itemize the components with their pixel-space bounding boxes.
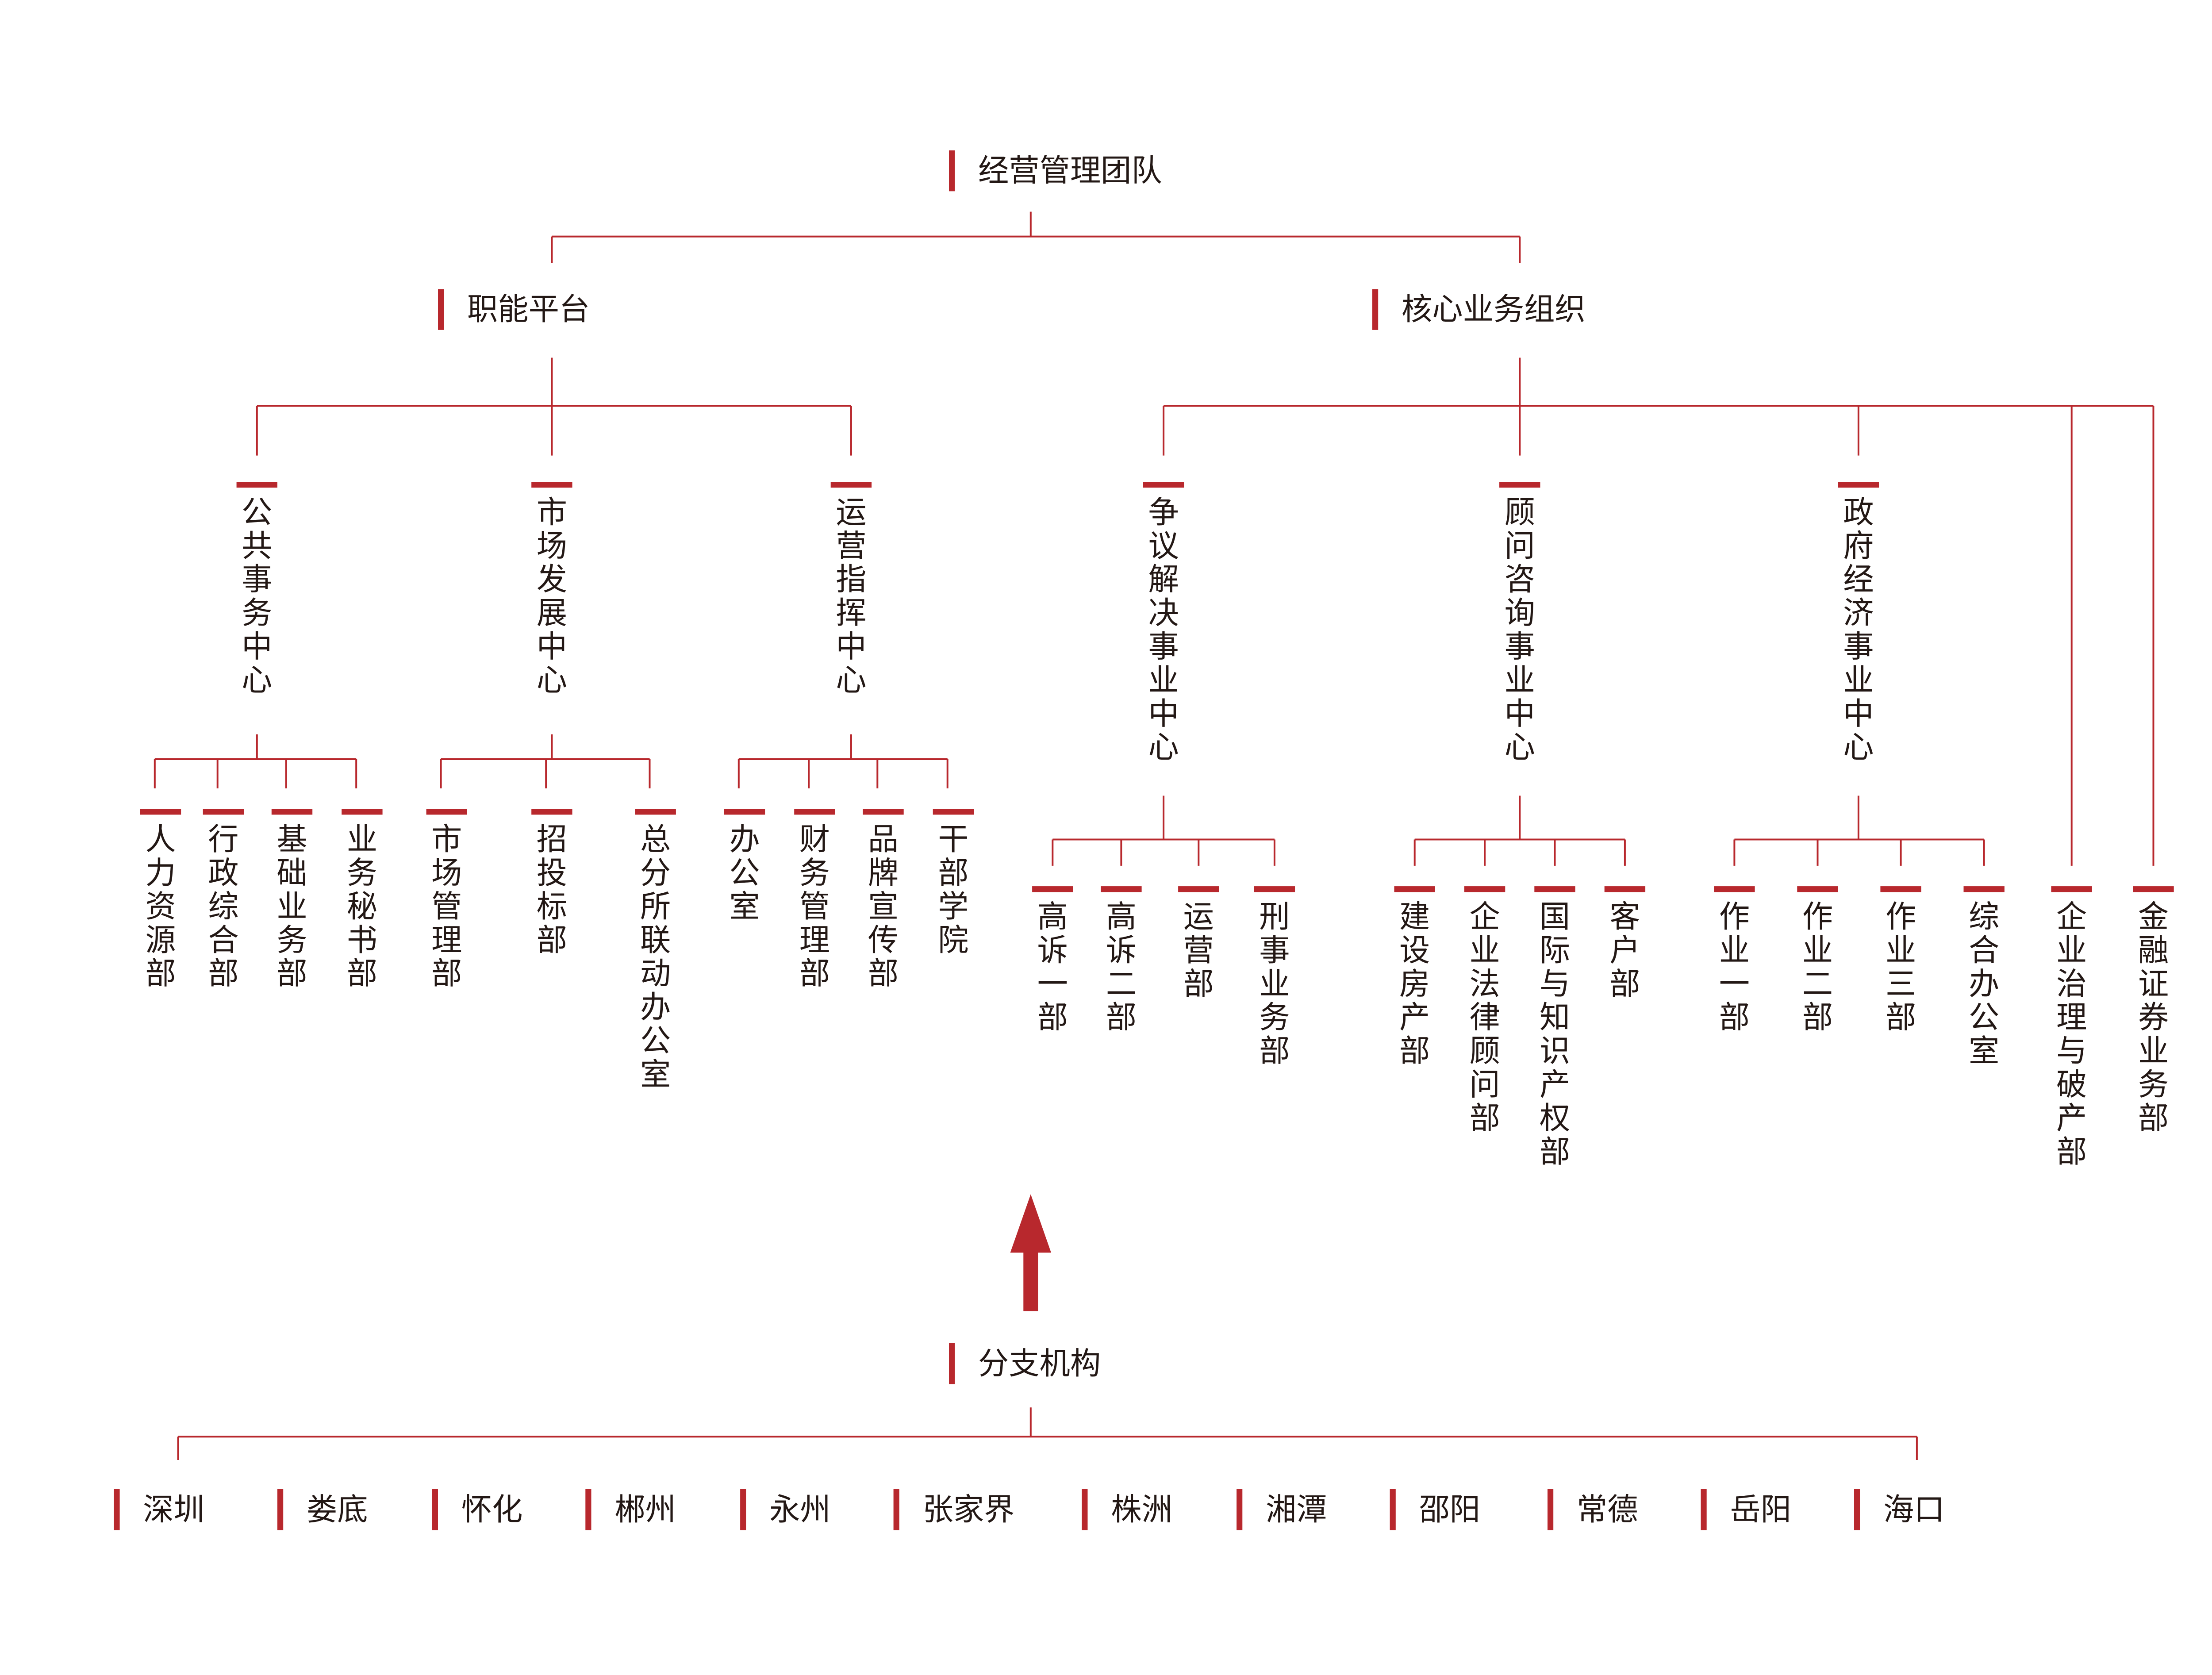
branch-item: 张家界	[923, 1492, 1015, 1527]
unit-label: 高诉二部	[1106, 899, 1137, 1036]
unit-label-marker	[1254, 886, 1295, 892]
branch-item-marker	[1390, 1489, 1396, 1530]
center-title-marker	[1143, 482, 1184, 488]
root-title: 经营管理团队	[978, 153, 1162, 188]
branch-item: 娄底	[307, 1492, 368, 1527]
functional-platform-title-marker	[438, 289, 444, 330]
root-title-marker	[949, 150, 955, 192]
direct-unit-label: 金融证券业务部	[2138, 899, 2169, 1136]
branch-item: 株洲	[1111, 1492, 1172, 1527]
branch-item: 永州	[769, 1492, 831, 1527]
branch-item: 常德	[1577, 1492, 1638, 1527]
unit-label: 财务管理部	[799, 822, 830, 992]
center-title: 运营指挥中心	[836, 495, 866, 698]
branch-item: 海口	[1883, 1492, 1945, 1527]
unit-label-marker	[635, 809, 676, 815]
branch-item: 岳阳	[1730, 1492, 1792, 1527]
center-title: 争议解决事业中心	[1148, 495, 1179, 765]
unit-label: 行政综合部	[208, 822, 238, 992]
unit-label-marker	[724, 809, 765, 815]
unit-label: 品牌宣传部	[868, 822, 899, 992]
branch-item: 郴州	[614, 1492, 676, 1527]
unit-label: 人力资源部	[145, 822, 176, 992]
core-business-title: 核心业务组织	[1402, 292, 1586, 327]
direct-unit-label-marker	[2133, 886, 2174, 892]
center-title: 政府经济事业中心	[1843, 495, 1874, 765]
branches-title: 分支机构	[978, 1346, 1101, 1381]
unit-label: 作业一部	[1719, 899, 1750, 1036]
unit-label-marker	[1714, 886, 1755, 892]
unit-label: 基础业务部	[276, 822, 307, 992]
unit-label-marker	[1880, 886, 1921, 892]
functional-platform-title: 职能平台	[467, 292, 590, 327]
core-business-title-marker	[1372, 289, 1379, 330]
branch-item-marker	[740, 1489, 746, 1530]
unit-label: 建设房产部	[1399, 899, 1430, 1069]
center-title: 顾问咨询事业中心	[1505, 495, 1535, 765]
unit-label-marker	[531, 809, 572, 815]
direct-unit-label: 企业治理与破产部	[2056, 899, 2087, 1170]
unit-label-marker	[933, 809, 974, 815]
center-title-marker	[236, 482, 277, 488]
branch-item-marker	[114, 1489, 120, 1530]
unit-label-marker	[794, 809, 835, 815]
branch-item: 邵阳	[1419, 1492, 1481, 1527]
unit-label-marker	[1032, 886, 1073, 892]
branch-item-marker	[432, 1489, 438, 1530]
branch-item: 湘潭	[1266, 1492, 1327, 1527]
unit-label-marker	[271, 809, 313, 815]
unit-label-marker	[1797, 886, 1838, 892]
unit-label-marker	[1394, 886, 1435, 892]
unit-label: 市场管理部	[431, 822, 462, 992]
unit-label: 总分所联动办公室	[640, 822, 671, 1092]
center-title: 市场发展中心	[537, 495, 567, 698]
unit-label: 作业三部	[1886, 899, 1916, 1036]
unit-label-marker	[1963, 886, 2005, 892]
unit-label: 招投标部	[537, 822, 567, 958]
up-arrow-icon	[1010, 1194, 1051, 1311]
unit-label-marker	[863, 809, 904, 815]
center-title: 公共事务中心	[242, 495, 272, 698]
branch-item-marker	[893, 1489, 899, 1530]
unit-label-marker	[1534, 886, 1575, 892]
branch-item-marker	[277, 1489, 284, 1530]
direct-unit-label-marker	[2051, 886, 2092, 892]
unit-label-marker	[1464, 886, 1505, 892]
unit-label: 国际与知识产权部	[1540, 899, 1570, 1170]
unit-label-marker	[140, 809, 181, 815]
branch-item-marker	[1548, 1489, 1554, 1530]
center-title-marker	[1499, 482, 1540, 488]
unit-label-marker	[342, 809, 383, 815]
unit-label-marker	[203, 809, 244, 815]
unit-label: 刑事业务部	[1259, 899, 1290, 1069]
unit-label: 高诉一部	[1037, 899, 1068, 1036]
unit-label-marker	[426, 809, 467, 815]
unit-label: 干部学院	[938, 822, 968, 958]
branch-item-marker	[1854, 1489, 1860, 1530]
center-title-marker	[830, 482, 872, 488]
branches-title-marker	[949, 1343, 955, 1384]
center-title-marker	[531, 482, 572, 488]
unit-label-marker	[1178, 886, 1219, 892]
branch-item: 怀化	[461, 1492, 523, 1527]
branch-item: 深圳	[143, 1492, 204, 1527]
unit-label: 客户部	[1609, 899, 1640, 1002]
unit-label: 企业法律顾问部	[1469, 899, 1500, 1136]
branch-item-marker	[1082, 1489, 1088, 1530]
unit-label: 运营部	[1183, 899, 1214, 1002]
unit-label-marker	[1101, 886, 1142, 892]
unit-label-marker	[1604, 886, 1646, 892]
unit-label: 作业二部	[1802, 899, 1833, 1036]
unit-label: 业务秘书部	[347, 822, 377, 992]
center-title-marker	[1838, 482, 1879, 488]
branch-item-marker	[1237, 1489, 1243, 1530]
branch-item-marker	[1701, 1489, 1707, 1530]
branch-item-marker	[585, 1489, 591, 1530]
unit-label: 综合办公室	[1969, 899, 1999, 1069]
unit-label: 办公室	[729, 822, 760, 925]
